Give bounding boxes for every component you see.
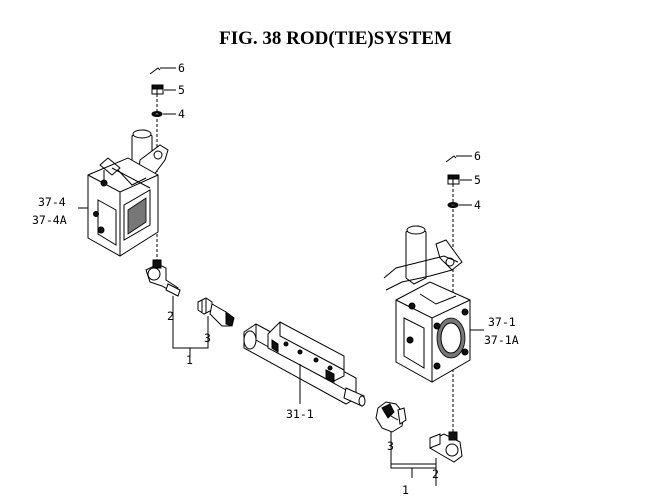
- figure-title: FIG. 38 ROD(TIE)SYSTEM: [219, 28, 452, 49]
- label-center-rod: 31-1: [286, 407, 314, 421]
- label-right-knuckle-b: 37-1A: [484, 333, 519, 347]
- label-right-5: 5: [474, 173, 481, 187]
- label-left-3: 3: [204, 331, 211, 345]
- label-left-1: 1: [186, 353, 193, 367]
- left-castle-nut: [151, 84, 164, 95]
- left-bracket-1: [172, 342, 209, 349]
- label-right-6: 6: [474, 149, 481, 163]
- center-tie-rod: [243, 321, 366, 407]
- right-cotter-pin: [445, 155, 457, 163]
- right-tie-rod-end: [429, 431, 463, 463]
- label-right-3: 3: [387, 439, 394, 453]
- label-left-knuckle-a: 37-4: [38, 195, 66, 209]
- right-castle-nut: [447, 174, 460, 185]
- left-steering-knuckle: [87, 129, 169, 257]
- label-left-2: 2: [167, 309, 174, 323]
- label-left-5: 5: [178, 83, 185, 97]
- label-right-2: 2: [432, 467, 439, 481]
- label-right-4: 4: [474, 198, 481, 212]
- right-bracket-1: [390, 458, 437, 465]
- label-right-1: 1: [402, 483, 409, 497]
- right-steering-knuckle: [383, 225, 471, 383]
- left-cotter-pin: [149, 67, 161, 75]
- label-left-4: 4: [178, 107, 185, 121]
- left-tie-rod-end: [145, 259, 181, 297]
- left-lock-nut: [197, 297, 235, 327]
- label-left-knuckle-b: 37-4A: [32, 213, 67, 227]
- right-lock-nut: [375, 401, 407, 433]
- label-right-knuckle-a: 37-1: [488, 315, 516, 329]
- label-left-6: 6: [178, 61, 185, 75]
